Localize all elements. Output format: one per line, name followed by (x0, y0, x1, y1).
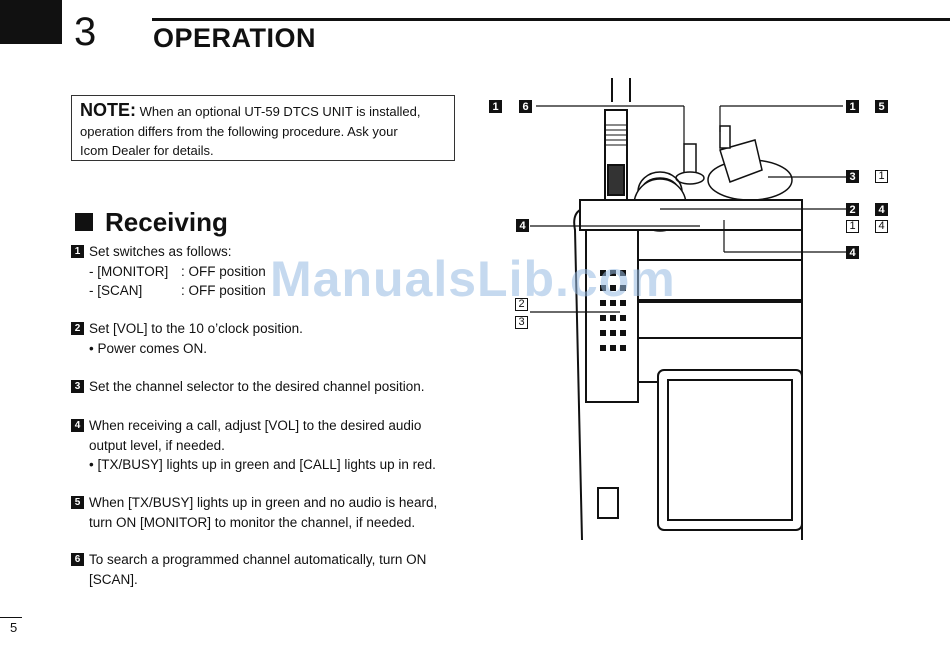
note-label: NOTE: (80, 100, 136, 120)
callout-outline-1: 1 (875, 170, 888, 183)
radio-body (573, 199, 803, 541)
section-heading: Receiving (75, 206, 228, 238)
section-square-icon (75, 213, 93, 231)
step-text: [SCAN]. (89, 571, 138, 587)
step-1: 1 Set switches as follows: - [MONITOR] :… (71, 242, 461, 301)
step-text: turn ON [MONITOR] to monitor the channel… (89, 514, 416, 530)
chapter-title: OPERATION (153, 23, 317, 53)
note-text-line2: operation differs from the following pro… (80, 123, 398, 139)
step-text: When receiving a call, adjust [VOL] to t… (89, 418, 422, 433)
step-number-icon: 5 (71, 496, 84, 509)
callout-outline-3: 3 (515, 316, 528, 329)
leader-lines (530, 105, 846, 313)
header-rule (152, 18, 950, 21)
step-text: To search a programmed channel automatic… (89, 552, 427, 567)
section-title: Receiving (105, 207, 228, 237)
callout-1: 1 (489, 100, 502, 113)
step-bullet: • Power comes ON. (89, 340, 208, 356)
step-text: Set [VOL] to the 10 o’clock position. (89, 321, 303, 336)
step-bullet: • [TX/BUSY] lights up in green and [CALL… (89, 457, 436, 472)
callout-4: 4 (846, 246, 859, 259)
radio-illustration (530, 78, 846, 541)
switch-value: : OFF position (181, 283, 266, 298)
chapter-number: 3 (74, 10, 97, 54)
switch-name: - [MONITOR] (89, 263, 169, 279)
note-text-line1: When an optional UT-59 DTCS UNIT is inst… (139, 104, 421, 119)
note-text-line3: Icom Dealer for details. (80, 143, 214, 158)
step-2: 2 Set [VOL] to the 10 o’clock position. … (71, 319, 461, 358)
step-text: Set the channel selector to the desired … (89, 379, 425, 394)
chapter-tab (0, 0, 62, 44)
callout-outline-4: 4 (875, 220, 888, 233)
step-number-icon: 3 (71, 380, 84, 393)
callout-4: 4 (875, 203, 888, 216)
callout-6: 6 (519, 100, 532, 113)
step-3: 3 Set the channel selector to the desire… (71, 377, 461, 397)
step-5: 5 When [TX/BUSY] lights up in green and … (71, 493, 461, 532)
switch-row: - [SCAN] : OFF position (89, 281, 461, 301)
step-number-icon: 2 (71, 322, 84, 335)
step-6: 6 To search a programmed channel automat… (71, 550, 461, 589)
step-number-icon: 1 (71, 245, 84, 258)
callout-1: 1 (846, 100, 859, 113)
callout-3: 3 (846, 170, 859, 183)
callout-2: 2 (846, 203, 859, 216)
page-number-rule (0, 617, 22, 618)
switch-value: : OFF position (181, 263, 266, 279)
note-box: NOTE: When an optional UT-59 DTCS UNIT i… (71, 95, 455, 161)
step-number-icon: 4 (71, 419, 84, 432)
step-text: output level, if needed. (89, 437, 225, 453)
step-text: Set switches as follows: (89, 244, 232, 259)
callout-outline-2: 2 (515, 298, 528, 311)
switch-row: - [MONITOR] : OFF position (89, 262, 461, 282)
step-number-icon: 6 (71, 553, 84, 566)
callout-5: 5 (875, 100, 888, 113)
step-4: 4 When receiving a call, adjust [VOL] to… (71, 416, 461, 475)
callout-outline-1: 1 (846, 220, 859, 233)
callout-4: 4 (516, 219, 529, 232)
switch-name: - [SCAN] (89, 283, 143, 298)
step-text: When [TX/BUSY] lights up in green and no… (89, 495, 438, 510)
page-number: 5 (10, 620, 18, 635)
watermark: ManualsLib.com (270, 251, 676, 307)
